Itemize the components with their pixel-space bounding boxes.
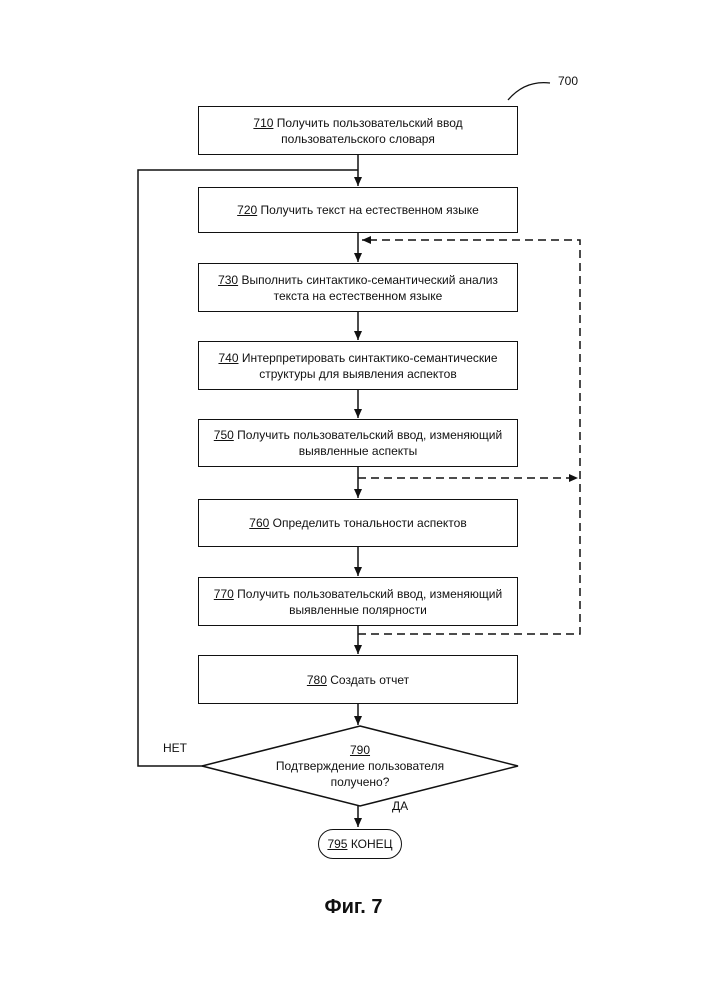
figure-caption: Фиг. 7	[0, 896, 707, 919]
step-720-number: 720	[237, 203, 257, 217]
step-740-box: 740 Интерпретировать синтактико-семантич…	[198, 341, 518, 390]
step-730-text-line1: Выполнить синтактико-семантический анали…	[241, 273, 497, 287]
step-740-text-line2: структуры для выявления аспектов	[218, 366, 497, 382]
decision-no-label: НЕТ	[163, 741, 187, 755]
decision-790-line1: Подтверждение пользователя	[240, 758, 480, 774]
figure-ref-number: 700	[558, 74, 578, 88]
step-750-text-line2: выявленные аспекты	[214, 443, 502, 459]
step-710-text-line1: Получить пользовательский ввод	[277, 116, 463, 130]
decision-yes-label: ДА	[392, 799, 408, 813]
step-750-box: 750 Получить пользовательский ввод, изме…	[198, 419, 518, 467]
step-770-number: 770	[214, 587, 234, 601]
decision-790-line2: получено?	[240, 774, 480, 790]
end-795-number: 795	[327, 837, 347, 851]
step-720-box: 720 Получить текст на естественном языке	[198, 187, 518, 233]
step-760-text-line1: Определить тональности аспектов	[273, 516, 467, 530]
step-730-box: 730 Выполнить синтактико-семантический а…	[198, 263, 518, 312]
step-710-text-line2: пользовательского словаря	[253, 131, 462, 147]
step-770-text-line1: Получить пользовательский ввод, изменяющ…	[237, 587, 502, 601]
step-750-text-line1: Получить пользовательский ввод, изменяющ…	[237, 428, 502, 442]
step-730-text-line2: текста на естественном языке	[218, 288, 498, 304]
step-770-text-line2: выявленные полярности	[214, 602, 502, 618]
decision-790-number: 790	[240, 742, 480, 758]
step-780-box: 780 Создать отчет	[198, 655, 518, 704]
step-730-number: 730	[218, 273, 238, 287]
step-760-box: 760 Определить тональности аспектов	[198, 499, 518, 547]
step-780-number: 780	[307, 673, 327, 687]
decision-790-text: 790 Подтверждение пользователя получено?	[240, 742, 480, 790]
step-710-box: 710 Получить пользовательский вводпользо…	[198, 106, 518, 155]
step-740-text-line1: Интерпретировать синтактико-семантически…	[242, 351, 498, 365]
step-770-box: 770 Получить пользовательский ввод, изме…	[198, 577, 518, 626]
step-780-text-line1: Создать отчет	[330, 673, 409, 687]
end-795-terminal: 795 КОНЕЦ	[318, 829, 402, 859]
step-740-number: 740	[218, 351, 238, 365]
step-750-number: 750	[214, 428, 234, 442]
step-710-number: 710	[253, 116, 273, 130]
step-760-number: 760	[249, 516, 269, 530]
end-795-label: КОНЕЦ	[351, 837, 393, 851]
step-720-text-line1: Получить текст на естественном языке	[261, 203, 479, 217]
figure-ref-leader	[508, 83, 550, 100]
